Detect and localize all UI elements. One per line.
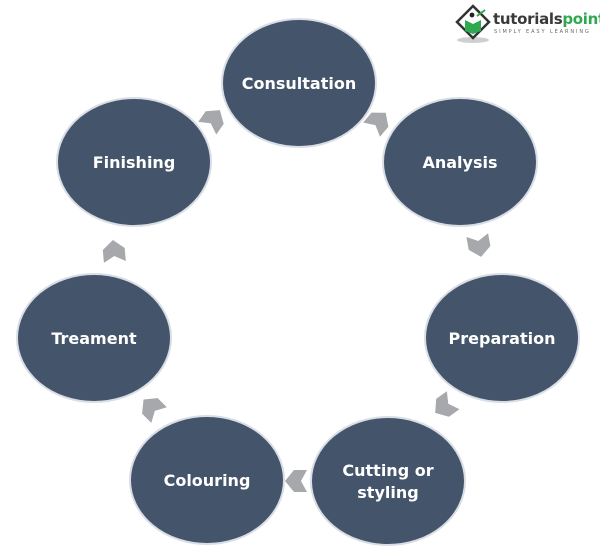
cycle-step-consultation: Consultation	[221, 18, 377, 148]
cycle-step-finishing: Finishing	[56, 97, 212, 227]
flow-arrow-icon	[198, 110, 224, 135]
step-label: Analysis	[422, 153, 497, 172]
step-label: Preparation	[449, 329, 556, 348]
step-label: Treament	[51, 329, 137, 348]
book-diamond-icon	[455, 4, 491, 43]
step-label: Finishing	[93, 153, 176, 172]
logo-wordmark-main: tutorials	[493, 10, 563, 28]
step-ellipse	[129, 415, 285, 545]
step-label: Colouring	[164, 471, 251, 490]
flow-arrow-icon	[102, 240, 126, 263]
step-label: styling	[357, 483, 418, 502]
step-label: Consultation	[242, 74, 356, 93]
cycle-step-preparation: Preparation	[424, 273, 580, 403]
step-ellipse	[16, 273, 172, 403]
logo-wordmark: tutorialspoint	[493, 10, 600, 28]
cycle-step-treament: Treament	[16, 273, 172, 403]
step-ellipse	[56, 97, 212, 227]
flow-arrow-icon	[435, 391, 460, 417]
step-ellipse	[310, 416, 466, 546]
step-ellipse	[221, 18, 377, 148]
cycle-step-analysis: Analysis	[382, 97, 538, 227]
logo-wordmark-accent: point	[562, 10, 600, 28]
logo-tagline: SIMPLY EASY LEARNING	[494, 29, 591, 35]
tutorialspoint-logo: tutorialspoint SIMPLY EASY LEARNING	[455, 4, 600, 44]
cycle-step-cutting-or-styling: Cutting or styling	[310, 416, 466, 546]
step-ellipse	[382, 97, 538, 227]
step-label: Cutting or	[342, 461, 433, 480]
flow-arrow-icon	[142, 398, 167, 423]
flow-arrow-icon	[466, 233, 491, 257]
cycle-step-colouring: Colouring	[129, 415, 285, 545]
flow-arrow-icon	[363, 112, 389, 137]
flow-arrow-icon	[285, 470, 307, 492]
step-ellipse	[424, 273, 580, 403]
